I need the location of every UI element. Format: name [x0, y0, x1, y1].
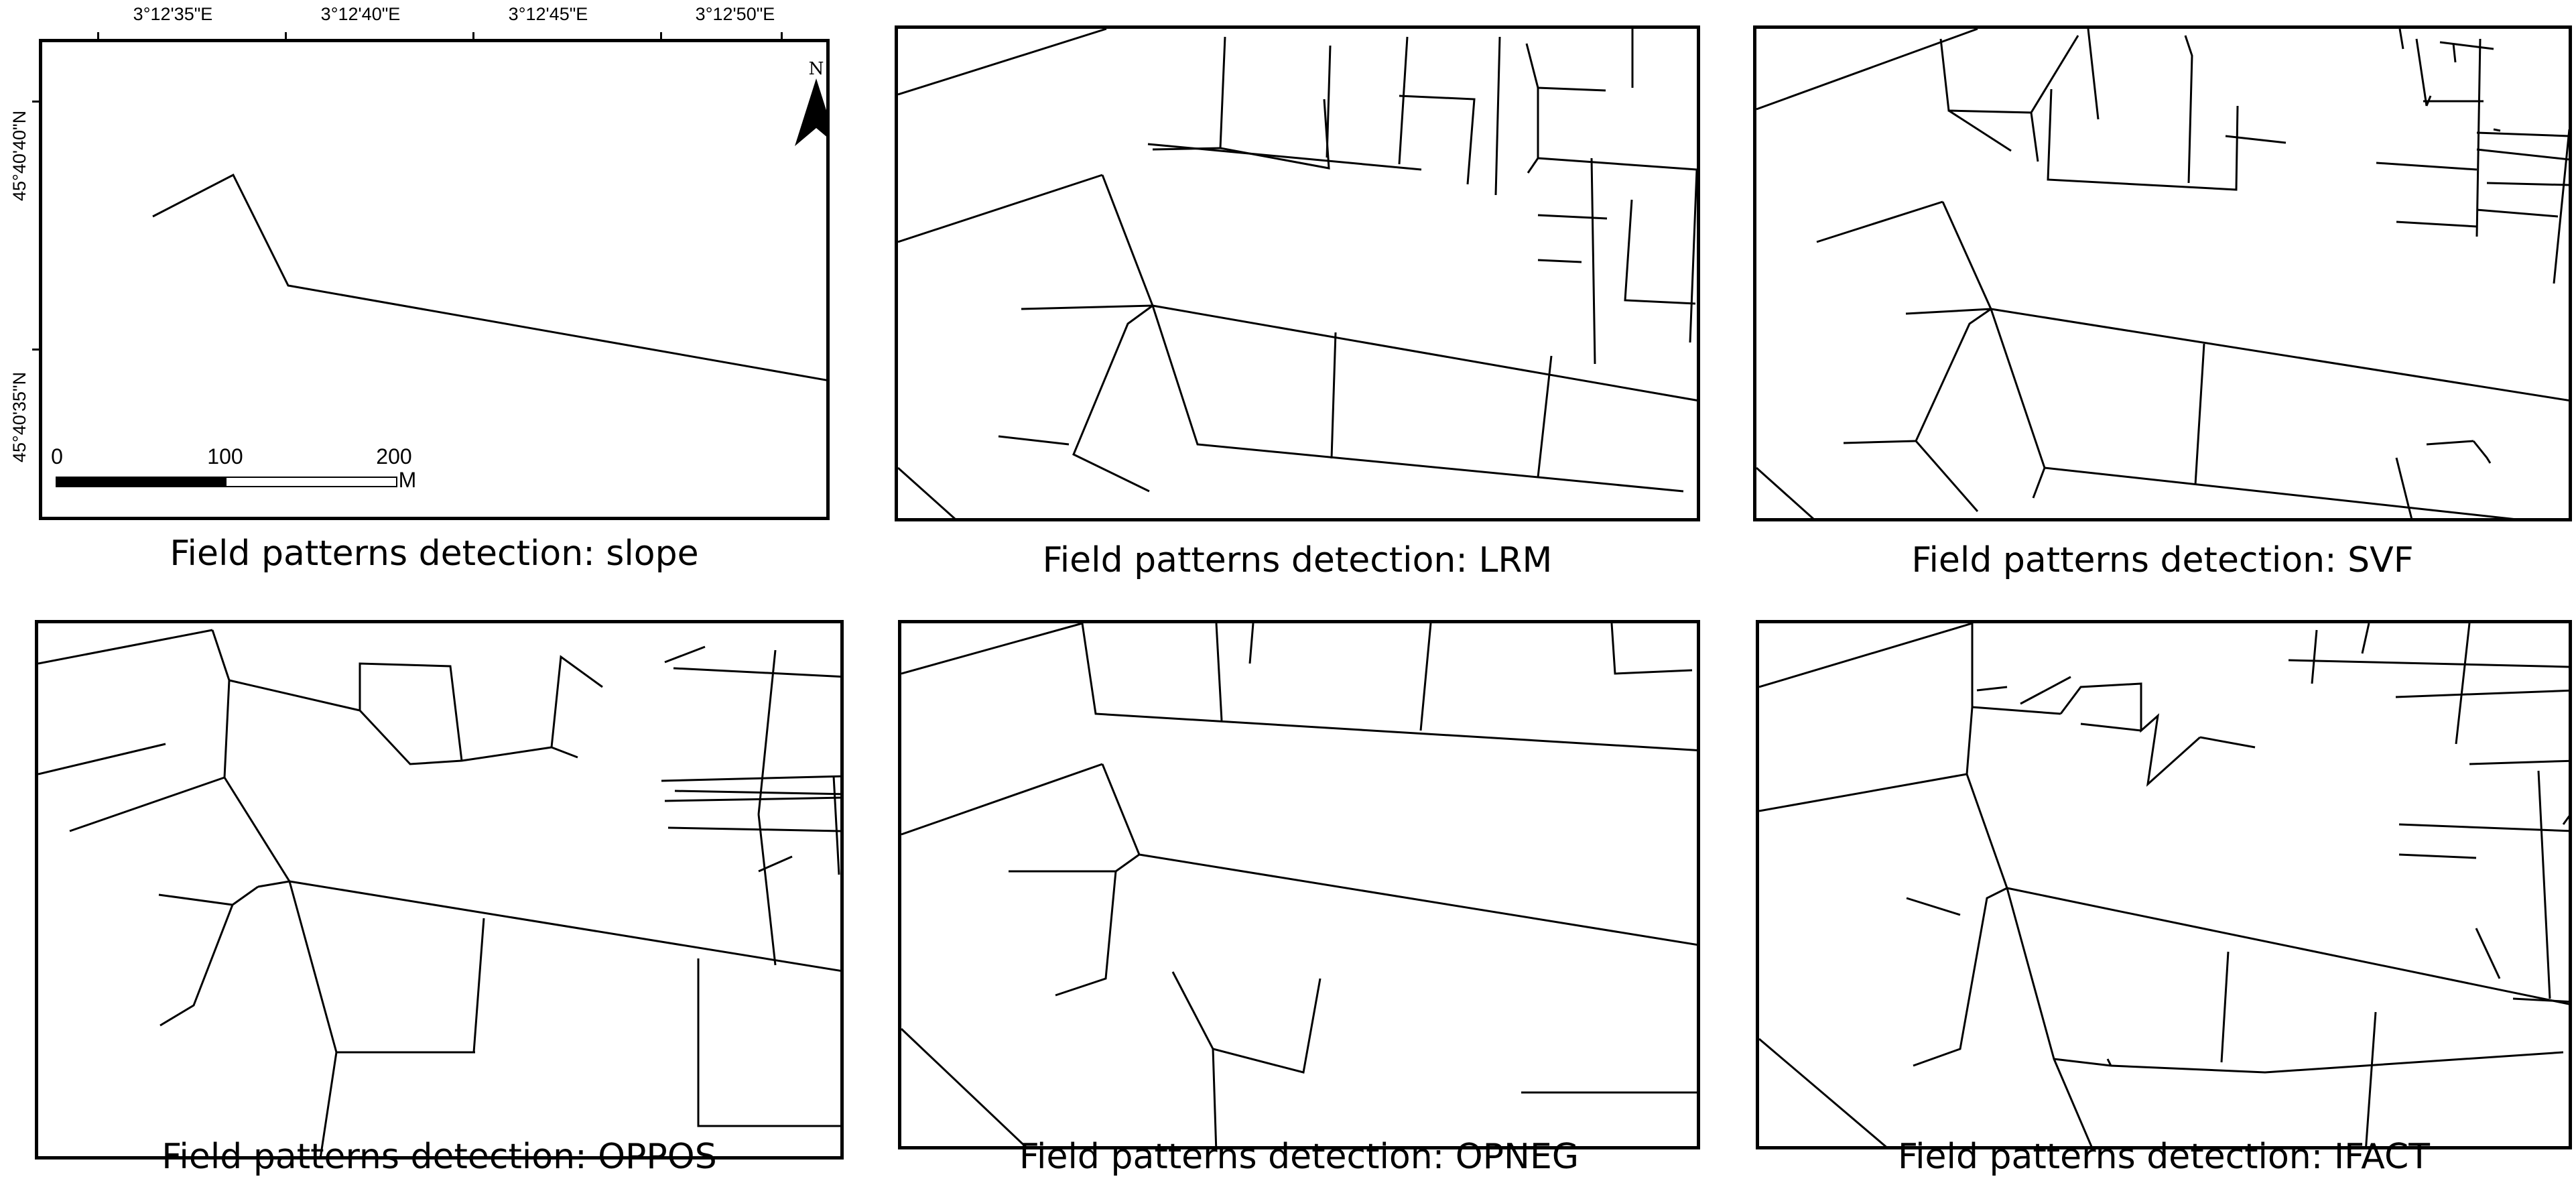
latitude-tick: [32, 101, 42, 103]
longitude-tick: [472, 32, 474, 42]
scale-label-100: 100: [207, 444, 243, 468]
scale-label-200: 200: [376, 444, 412, 468]
scale-label-0: 0: [51, 444, 63, 468]
map-panel-lrm: [895, 25, 1700, 521]
longitude-label: 3°12'35"E: [133, 4, 213, 24]
longitude-label: 3°12'45"E: [508, 4, 588, 24]
field-lines-slope: [152, 173, 826, 381]
panel-caption: Field patterns detection: OPNEG: [1019, 1137, 1580, 1177]
scale-unit: M: [398, 468, 417, 492]
panel-caption: Field patterns detection: LRM: [1042, 540, 1553, 580]
field-lines-oppos: [38, 629, 840, 1156]
longitude-tick: [97, 32, 99, 42]
longitude-label: 3°12'40"E: [320, 4, 401, 24]
panel-caption: Field patterns detection: OPPOS: [162, 1137, 717, 1177]
map-panel-svf: [1753, 25, 2572, 521]
latitude-tick: [32, 349, 42, 351]
scale-bar-filled: [57, 478, 227, 486]
field-lines-lrm: [898, 29, 1697, 518]
north-label: N: [809, 59, 824, 79]
panel-caption: Field patterns detection: SVF: [1911, 540, 2414, 580]
longitude-tick: [285, 32, 287, 42]
map-panel-slope: N 0 100 200 M: [39, 39, 830, 520]
scale-bar: [56, 477, 397, 487]
field-lines-svf: [1756, 29, 2569, 518]
map-panel-ifact: [1756, 620, 2572, 1149]
field-lines-ifact: [1759, 623, 2569, 1146]
longitude-label: 3°12'50"E: [695, 4, 775, 24]
latitude-label: 45°40'35"N: [9, 371, 29, 462]
latitude-label: 45°40'40"N: [9, 110, 29, 201]
panel-caption: Field patterns detection: slope: [170, 534, 699, 574]
longitude-tick: [781, 32, 783, 42]
map-panel-oppos: [35, 620, 844, 1160]
longitude-tick: [660, 32, 662, 42]
field-lines-opneg: [901, 623, 1697, 1146]
panel-caption: Field patterns detection: IFACT: [1897, 1137, 2431, 1177]
map-panel-opneg: [898, 620, 1700, 1149]
